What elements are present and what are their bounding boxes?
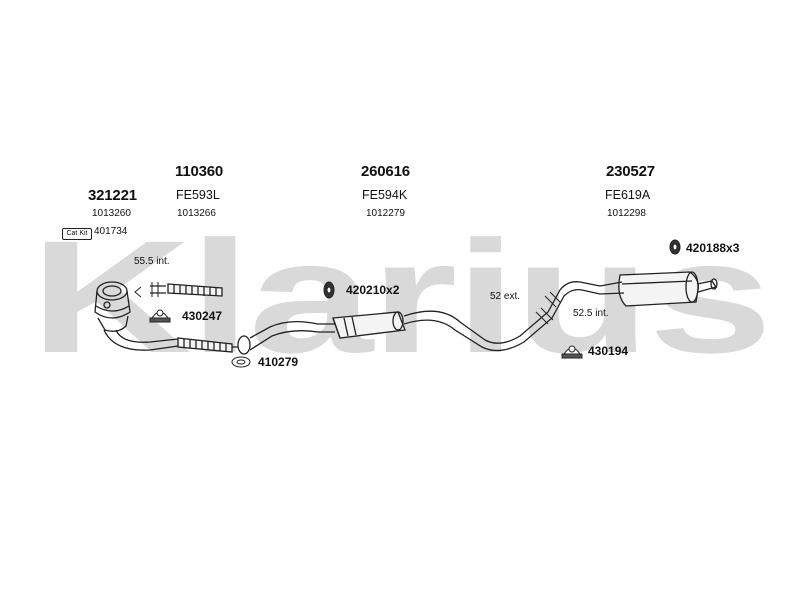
part-code-110360: 110360 <box>175 163 224 180</box>
gasket-icon <box>231 356 251 368</box>
flexi-pipe <box>134 282 223 298</box>
accessory-420188x3: 420188x3 <box>686 241 740 255</box>
hanger-icon <box>323 281 335 299</box>
rear-silencer <box>599 271 718 307</box>
part-model-FE593L: FE593L <box>176 188 220 202</box>
rubber-mount-icon <box>669 239 681 255</box>
accessory-410279: 410279 <box>258 355 299 369</box>
intermediate-pipe <box>232 320 335 355</box>
part-code-230527: 230527 <box>606 163 655 180</box>
part-code-260616: 260616 <box>361 163 410 180</box>
cat-kit-code: 401734 <box>94 226 128 237</box>
note-55-5-int: 55.5 int. <box>134 256 170 267</box>
rear-clamp-icon <box>561 345 583 359</box>
part-ref-1012279: 1012279 <box>366 208 405 219</box>
note-52-5-int: 52.5 int. <box>573 308 609 319</box>
front-pipe <box>103 329 179 351</box>
part-model-FE594K: FE594K <box>362 188 408 202</box>
accessory-430247: 430247 <box>182 309 223 323</box>
part-ref-1013260: 1013260 <box>92 208 131 219</box>
part-ref-1013266: 1013266 <box>177 208 216 219</box>
cat-kit-badge: Cat Kit <box>62 228 92 240</box>
clamp-icon <box>149 309 171 323</box>
lower-flexi <box>177 337 233 353</box>
part-ref-1012298: 1012298 <box>607 208 646 219</box>
part-code-321221: 321221 <box>88 187 137 204</box>
accessory-420210x2: 420210x2 <box>346 283 400 297</box>
accessory-430194: 430194 <box>588 344 629 358</box>
catalytic-converter <box>94 281 131 332</box>
part-model-FE619A: FE619A <box>605 188 651 202</box>
centre-silencer <box>332 311 406 339</box>
note-52-ext: 52 ext. <box>490 291 521 302</box>
tail-pipe-run <box>403 281 601 352</box>
